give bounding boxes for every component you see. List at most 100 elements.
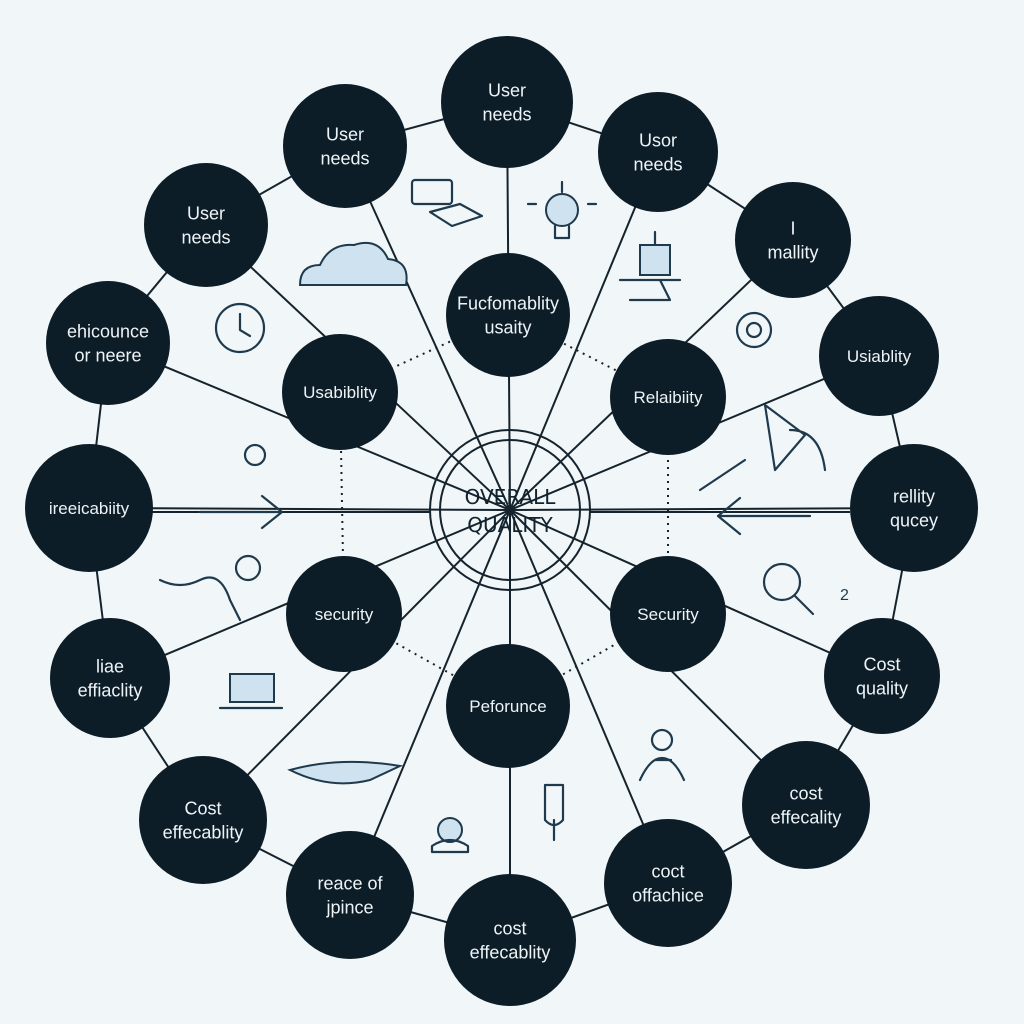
outer-node-label: liae [96,656,124,676]
outer-node-circle [850,444,978,572]
outer-node-outer-9: cost effecablity [444,874,576,1006]
outer-node-label: effiaclity [78,680,143,700]
outer-node-outer-14: ehicounce or neere [46,281,170,405]
inner-node-inner-bottom-right: Security [610,556,726,672]
outer-node-outer-15: User needs [144,163,268,287]
inner-node-circle [610,339,726,455]
outer-node-circle [25,444,153,572]
outer-node-outer-13: ireeicabiity [25,444,153,572]
outer-node-label: or neere [74,345,141,365]
outer-node-outer-8: coct offachice [604,819,732,947]
outer-node-label: Usor [639,130,677,150]
outer-node-circle [286,831,414,959]
outer-node-label: User [326,124,364,144]
node-circles: FucfomablityusaityRelaibiitySecurityPefo… [25,36,978,1006]
outer-node-outer-12: liae effiaclity [50,618,170,738]
outer-node-label: I [790,218,795,238]
outer-node-label: offachice [632,885,704,905]
inner-node-label: Fucfomablity [457,293,559,313]
outer-node-circle [604,819,732,947]
inner-node-circle [286,556,402,672]
doodle-icons: 2 [158,178,849,854]
outer-node-circle [819,296,939,416]
inner-node-inner-top-left: Usabiblity [282,334,398,450]
spoke-line [509,507,915,511]
outer-node-circle [144,163,268,287]
outer-node-label: qucey [890,510,938,530]
inner-node-inner-top-right: Relaibiity [610,339,726,455]
outer-node-circle [742,741,870,869]
outer-node-label: needs [181,227,230,247]
center-label-line2: QUALITY [467,513,553,537]
spoke-line [344,145,511,511]
usb-icon [543,783,565,842]
outer-node-circle [735,182,851,298]
inner-node-label: Usabiblity [303,383,377,402]
outer-node-label: reace of [317,873,383,893]
outer-node-label: Cost [184,798,221,818]
clock-icon [214,302,266,354]
laptop-icon [218,673,284,710]
spoke-line [509,509,669,884]
outer-node-circle [46,281,170,405]
people-icon [638,728,686,782]
inner-node-circle [282,334,398,450]
outer-node-label: User [488,80,526,100]
spoke-line [509,151,659,511]
outer-node-label: cost [493,918,526,938]
inner-node-label: Security [637,605,699,624]
cloud-icon [298,241,408,286]
outer-node-outer-7: cost effecality [742,741,870,869]
outer-node-label: User [187,203,225,223]
inner-node-label: Peforunce [469,697,547,716]
outer-node-label: jpince [325,897,373,917]
outer-node-label: needs [482,104,531,124]
outer-node-label: Usiablity [847,347,912,366]
outer-node-outer-16: User needs [283,84,407,208]
inner-node-label: security [315,605,374,624]
outer-node-label: effecality [771,807,842,827]
inner-node-circle [446,253,570,377]
outer-node-circle [824,618,940,734]
outer-node-label: mallity [767,242,818,262]
outer-node-label: effecablity [163,822,244,842]
center-label-line1: OVERALL [465,485,557,509]
chat-bubble-icon [410,178,484,228]
inner-node-inner-bottom-left: security [286,556,402,672]
inner-node-circle [610,556,726,672]
outer-node-circle [598,92,718,212]
outer-node-label: ireeicabiity [49,499,130,518]
outer-node-label: rellity [893,486,935,506]
person-icon [430,817,470,854]
robot-icon [618,230,682,302]
outer-node-outer-5: rellity qucey [850,444,978,572]
outer-node-label: ehicounce [67,321,149,341]
gear-icon [735,311,773,349]
fan-icon [763,403,827,472]
overall-quality-hub: OVERALL QUALITY [429,429,591,591]
outer-node-label: needs [320,148,369,168]
arrow-left-icon [698,458,812,536]
outer-node-circle [441,36,573,168]
outer-node-outer-4: Usiablity [819,296,939,416]
arrow-right-icon [198,494,284,530]
inner-node-inner-bottom: Peforunce [446,644,570,768]
outer-node-circle [139,756,267,884]
outer-node-label: coct [651,861,684,881]
magnifier-icon [762,562,815,616]
outer-node-label: quality [856,678,908,698]
outer-node-label: effecablity [470,942,551,962]
outer-node-outer-1: User needs [441,36,573,168]
outer-node-label: cost [789,783,822,803]
number-annotation: 2 [840,587,849,604]
flower-icon [158,443,267,622]
outer-node-circle [50,618,170,738]
inner-node-circle [446,644,570,768]
outer-node-outer-10: reace of jpince [286,831,414,959]
